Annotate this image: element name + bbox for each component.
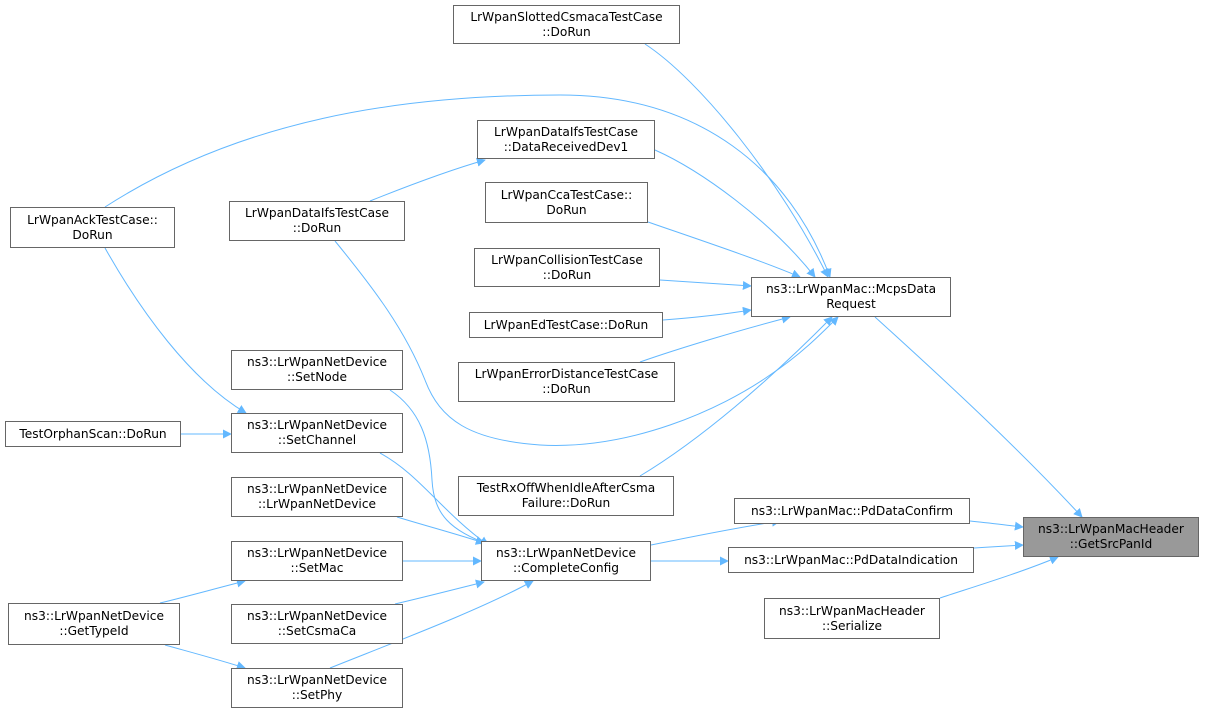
node-setcsmaca[interactable]: ns3::LrWpanNetDevice::SetCsmaCa	[231, 604, 403, 644]
node-gettypeid[interactable]: ns3::LrWpanNetDevice::GetTypeId	[8, 603, 180, 645]
edge-setcsmaca-to-completeconfig	[394, 579, 485, 605]
node-setmac[interactable]: ns3::LrWpanNetDevice::SetMac	[231, 541, 403, 581]
node-dataifs-run[interactable]: LrWpanDataIfsTestCase::DoRun	[229, 201, 405, 241]
node-setnode[interactable]: ns3::LrWpanNetDevice::SetNode	[231, 350, 403, 390]
node-completeconfig[interactable]: ns3::LrWpanNetDevice::CompleteConfig	[481, 541, 651, 581]
node-ctor[interactable]: ns3::LrWpanNetDevice::LrWpanNetDevice	[231, 477, 403, 517]
node-label-line: ns3::LrWpanNetDevice	[247, 482, 387, 496]
node-label-line: ::GetSrcPanId	[1069, 537, 1153, 551]
node-cca[interactable]: LrWpanCcaTestCase::DoRun	[485, 182, 648, 223]
edge-pdconfirm-to-getsrcpanid	[969, 520, 1024, 531]
node-label-line: ::LrWpanNetDevice	[257, 497, 377, 511]
node-setchannel[interactable]: ns3::LrWpanNetDevice::SetChannel	[231, 413, 403, 453]
node-dataifs-dev1[interactable]: LrWpanDataIfsTestCase::DataReceivedDev1	[477, 120, 655, 159]
node-label-line: ::SetChannel	[277, 433, 357, 447]
edge-dataifs-dev1-to-mcps	[654, 149, 816, 278]
node-label-line: ::SetPhy	[291, 688, 343, 702]
edge-setchannel-to-completeconfig	[379, 452, 489, 546]
node-label-line: TestOrphanScan::DoRun	[19, 426, 167, 441]
node-label-line: LrWpanCcaTestCase::	[500, 187, 633, 202]
node-label-line: LrWpanDataIfsTestCase	[494, 124, 638, 139]
node-label-line: ns3::LrWpanMac::PdDataIndication	[744, 552, 958, 567]
node-label-line: ns3::LrWpanMacHeader	[779, 603, 925, 618]
node-ed[interactable]: LrWpanEdTestCase::DoRun	[469, 312, 663, 338]
node-orphan[interactable]: TestOrphanScan::DoRun	[5, 421, 181, 447]
node-label-line: ::Serialize	[822, 618, 882, 633]
node-setphy[interactable]: ns3::LrWpanNetDevice::SetPhy	[231, 668, 403, 708]
node-label-line: DoRun	[546, 202, 587, 217]
edge-gettypeid-to-setmac	[159, 578, 246, 604]
edge-ed-to-mcps	[662, 306, 752, 321]
node-label-line: DoRun	[72, 227, 113, 242]
node-label-line: ns3::LrWpanMacHeader	[1038, 522, 1184, 536]
node-pdconfirm[interactable]: ns3::LrWpanMac::PdDataConfirm	[734, 498, 970, 524]
node-ack[interactable]: LrWpanAckTestCase::DoRun	[10, 207, 175, 248]
node-label-line: ::CompleteConfig	[512, 561, 620, 575]
edge-setphy-to-completeconfig	[329, 580, 534, 669]
node-label-line: ns3::LrWpanNetDevice	[247, 546, 387, 560]
node-label-line: ::DoRun	[542, 267, 592, 282]
edge-dataifs-run-to-dataifs-dev1	[369, 157, 486, 202]
node-errdist[interactable]: LrWpanErrorDistanceTestCase::DoRun	[458, 362, 675, 402]
node-label-line: ::GetTypeId	[59, 624, 129, 638]
node-label-line: ns3::LrWpanNetDevice	[247, 418, 387, 432]
node-label-line: ::DoRun	[292, 221, 342, 235]
edge-ctor-to-completeconfig	[396, 516, 485, 545]
edge-slotted-to-mcps	[644, 43, 829, 278]
node-label-line: LrWpanAckTestCase::	[27, 212, 158, 227]
edge-errdist-to-mcps	[639, 314, 791, 363]
node-label-line: Failure::DoRun	[521, 496, 611, 510]
node-serialize[interactable]: ns3::LrWpanMacHeader::Serialize	[764, 598, 940, 639]
edge-rxoff-to-mcps	[639, 316, 833, 477]
node-label-line: LrWpanEdTestCase::DoRun	[483, 317, 649, 332]
edge-serialize-to-getsrcpanid	[939, 555, 1059, 599]
edge-gettypeid-to-setphy	[164, 644, 246, 670]
node-label-line: TestRxOffWhenIdleAfterCsma	[476, 481, 656, 495]
node-label-line: ::SetNode	[286, 370, 348, 384]
node-label-line: Request	[826, 297, 876, 311]
edge-ack-to-mcps	[104, 94, 832, 278]
node-label-line: LrWpanErrorDistanceTestCase	[474, 367, 659, 381]
node-label-line: ns3::LrWpanNetDevice	[24, 609, 164, 623]
node-label-line: ::SetCsmaCa	[277, 624, 357, 638]
node-label-line: ::DoRun	[542, 24, 591, 39]
node-label-line: ns3::LrWpanNetDevice	[247, 355, 387, 369]
node-collision[interactable]: LrWpanCollisionTestCase::DoRun	[474, 248, 660, 287]
edge-mcps-to-getsrcpanid	[874, 316, 1083, 518]
node-label-line: ::SetMac	[290, 561, 344, 575]
node-label-line: ::DoRun	[542, 382, 591, 396]
node-label-line: ns3::LrWpanNetDevice	[247, 673, 387, 687]
node-label-line: LrWpanCollisionTestCase	[491, 252, 643, 267]
edge-pdindication-to-getsrcpanid	[973, 540, 1024, 550]
node-label-line: ns3::LrWpanNetDevice	[247, 609, 387, 623]
node-pdindication[interactable]: ns3::LrWpanMac::PdDataIndication	[728, 547, 974, 573]
edge-ack-to-setchannel	[104, 247, 247, 414]
edge-cca-to-mcps	[647, 221, 801, 278]
node-getsrcpanid[interactable]: ns3::LrWpanMacHeader::GetSrcPanId	[1023, 517, 1199, 557]
edge-completeconfig-to-pdconfirm	[650, 517, 781, 546]
node-label-line: ns3::LrWpanMac::PdDataConfirm	[751, 503, 953, 518]
node-slotted[interactable]: LrWpanSlottedCsmacaTestCase::DoRun	[453, 5, 680, 44]
edge-setnode-to-completeconfig	[389, 389, 491, 547]
node-label-line: ns3::LrWpanNetDevice	[496, 546, 636, 560]
node-label-line: ns3::LrWpanMac::McpsData	[765, 282, 937, 296]
edge-collision-to-mcps	[659, 279, 752, 290]
node-label-line: LrWpanSlottedCsmacaTestCase	[470, 9, 663, 24]
node-label-line: ::DataReceivedDev1	[503, 139, 629, 154]
node-label-line: LrWpanDataIfsTestCase	[245, 206, 389, 220]
